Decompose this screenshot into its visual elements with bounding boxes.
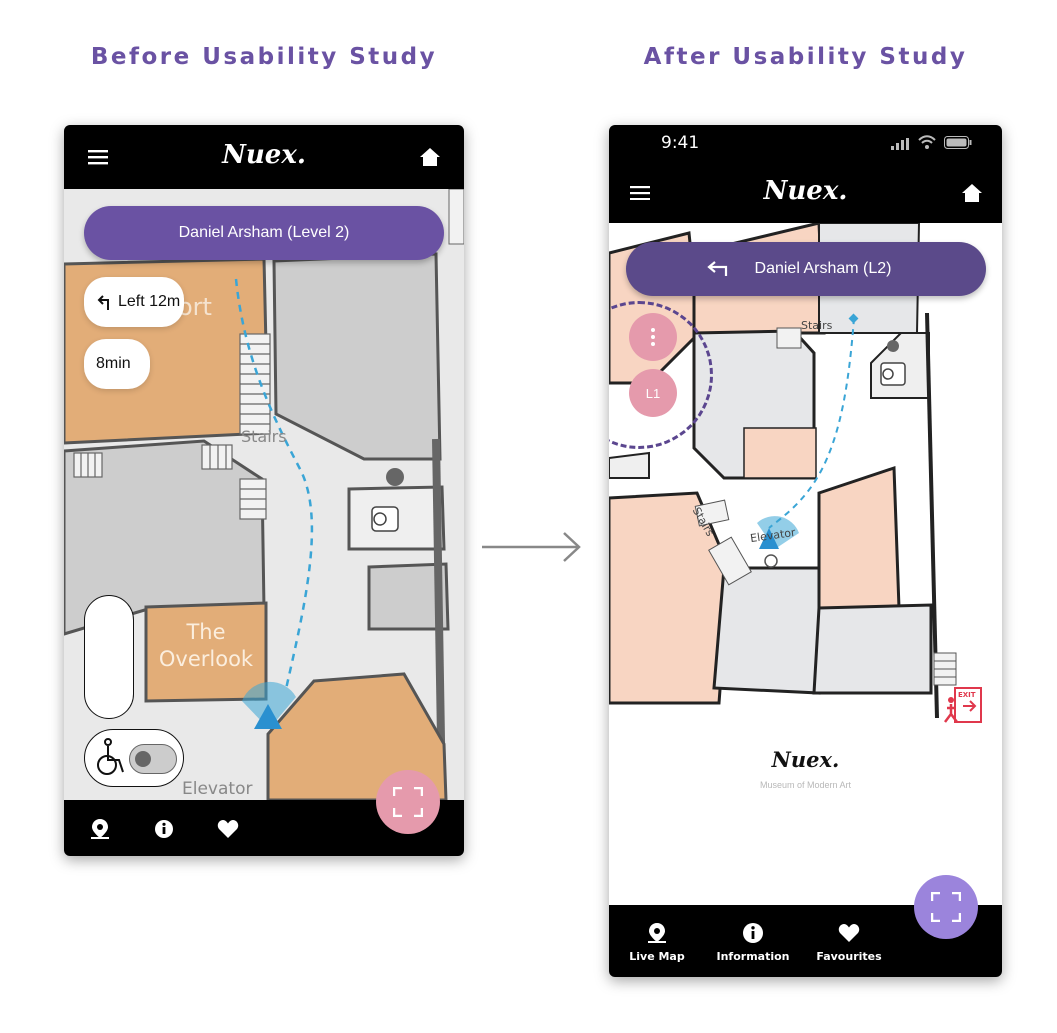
exit-label: EXIT xyxy=(958,691,976,699)
wifi-icon xyxy=(918,135,936,154)
destination-banner[interactable]: Daniel Arsham (L2) xyxy=(626,242,986,296)
stairs-label-top: Stairs xyxy=(801,319,833,332)
nav-live-map[interactable]: Live Map xyxy=(623,922,691,963)
more-vertical-icon xyxy=(651,328,655,346)
map-pin-icon[interactable] xyxy=(87,816,113,842)
after-heading: After Usability Study xyxy=(643,44,968,70)
fullscreen-icon xyxy=(393,787,423,817)
exit-icon xyxy=(944,687,982,723)
floor-map[interactable]: Stairs Stairs Elevator EXIT xyxy=(609,223,1002,723)
destination-text: Daniel Arsham (L2) xyxy=(754,260,892,277)
accessibility-toggle[interactable] xyxy=(84,729,184,787)
toggle-switch[interactable] xyxy=(129,744,177,774)
info-icon[interactable] xyxy=(151,816,177,842)
signal-icon xyxy=(891,137,911,155)
overlook-line1: The xyxy=(186,620,226,644)
info-icon xyxy=(743,923,763,943)
top-bar: Nuex. xyxy=(64,125,464,189)
footer-subtitle: Museum of Modern Art xyxy=(759,780,852,790)
turn-left-icon xyxy=(97,295,109,310)
overlook-room-label: The Overlook xyxy=(146,619,266,673)
direction-bubble: Left 12m xyxy=(84,277,184,327)
battery-icon xyxy=(944,136,972,154)
hamburger-menu-icon[interactable] xyxy=(85,144,111,170)
status-time: 9:41 xyxy=(661,133,700,153)
zoom-slider[interactable] xyxy=(84,595,134,719)
bottom-nav: Live Map Information Favourites xyxy=(609,905,1002,977)
elevator-label: Elevator xyxy=(182,779,253,799)
nav-favourites[interactable]: Favourites xyxy=(813,922,885,963)
direction-text: Left 12m xyxy=(118,293,181,310)
overlook-line2: Overlook xyxy=(158,647,254,671)
heart-icon xyxy=(838,924,860,942)
heart-icon[interactable] xyxy=(215,816,241,842)
footer-logo: Nuex. xyxy=(771,747,840,772)
stairs-label: Stairs xyxy=(241,427,287,446)
app-logo: Nuex. xyxy=(763,176,848,206)
before-heading: Before Usability Study xyxy=(90,44,438,70)
nav-information[interactable]: Information xyxy=(713,922,793,963)
floor-selector-button[interactable]: L1 xyxy=(629,369,677,417)
after-phone-screen: 9:41 Nuex. xyxy=(609,125,1002,977)
before-phone-screen: Nuex. xyxy=(64,125,464,856)
wheelchair-icon xyxy=(97,738,124,775)
app-logo: Nuex. xyxy=(222,140,306,170)
home-icon[interactable] xyxy=(417,144,443,170)
map-pin-icon xyxy=(648,923,666,943)
hamburger-menu-icon[interactable] xyxy=(627,180,653,206)
nav-favourites-label: Favourites xyxy=(816,950,882,963)
more-options-button[interactable] xyxy=(629,313,677,361)
fullscreen-icon xyxy=(931,892,961,922)
top-bar: 9:41 Nuex. xyxy=(609,125,1002,223)
fullscreen-button[interactable] xyxy=(914,875,978,939)
nav-information-label: Information xyxy=(716,950,790,963)
home-icon[interactable] xyxy=(959,180,985,206)
back-arrow-icon[interactable] xyxy=(706,261,728,277)
eta-bubble: 8min xyxy=(84,339,150,389)
fullscreen-button[interactable] xyxy=(376,770,440,834)
toggle-knob xyxy=(135,751,151,767)
transition-arrow-icon xyxy=(482,532,581,562)
nav-live-map-label: Live Map xyxy=(629,950,685,963)
destination-banner[interactable]: Daniel Arsham (Level 2) xyxy=(84,206,444,260)
